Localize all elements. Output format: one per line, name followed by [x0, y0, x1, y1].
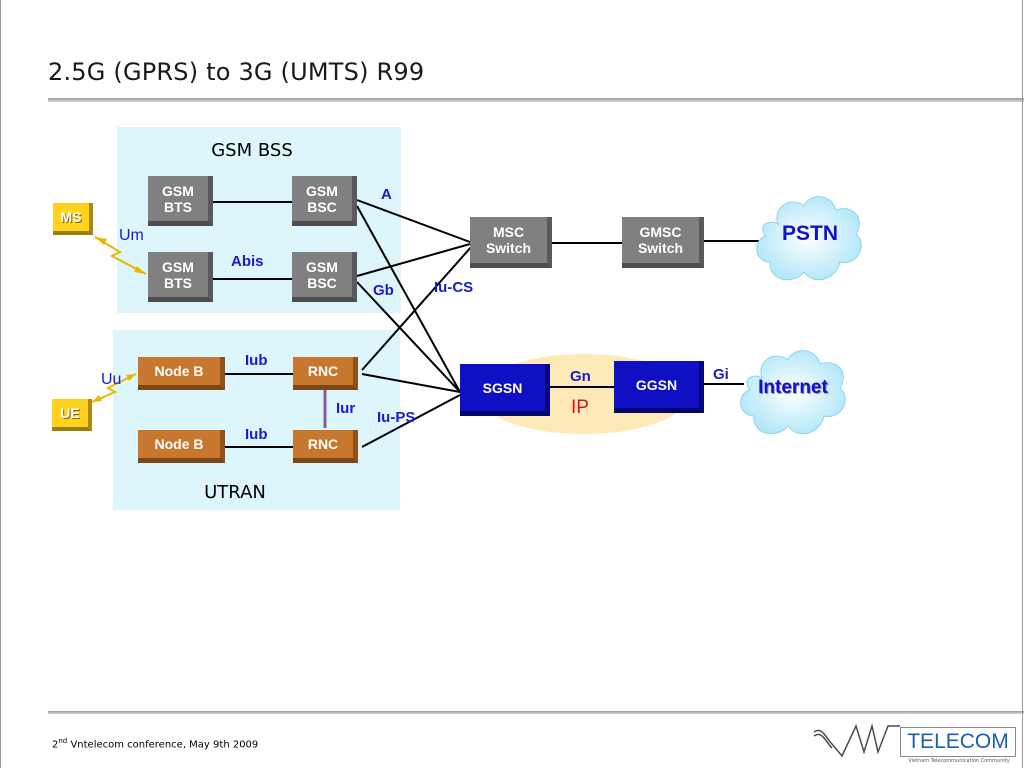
pstn-label: PSTN: [781, 222, 838, 245]
bsc2-msc-link: [356, 243, 471, 277]
sgsn-label: SGSN: [482, 379, 523, 396]
node-b-2-label: Node B: [154, 436, 204, 452]
ms-terminal[interactable]: MS: [53, 203, 93, 235]
msc-switch-label: MSC Switch: [485, 224, 532, 256]
iub-2-interface-label: Iub: [245, 426, 268, 443]
gb-interface-label: Gb: [373, 282, 394, 299]
internet-cloud-icon: [740, 350, 846, 435]
rnc-1[interactable]: RNC: [293, 357, 358, 390]
gmsc-switch[interactable]: GMSC Switch: [622, 217, 704, 268]
utran-label: UTRAN: [204, 482, 266, 503]
gsm-bss-label: GSM BSS: [211, 140, 293, 161]
vntelecom-logo-icon: [813, 723, 900, 758]
node-b-1-label: Node B: [154, 363, 204, 379]
gsm-bsc-1[interactable]: GSM BSC: [292, 176, 357, 226]
gmsc-switch-label: GMSC Switch: [637, 224, 684, 256]
bsc2-sgsn-link: [356, 281, 461, 393]
um-radio-link: [94, 236, 147, 275]
footer-divider: [48, 711, 1024, 714]
footer-ordinal: 2: [52, 739, 59, 751]
gsm-bts-2[interactable]: GSM BTS: [148, 252, 213, 302]
uu-radio-link: [91, 373, 137, 403]
ue-label: UE: [60, 405, 80, 421]
rnc-2[interactable]: RNC: [293, 430, 358, 463]
gsm-bsc-1-label: GSM BSC: [306, 182, 338, 215]
pstn-cloud-icon: [756, 196, 862, 281]
rnc2-sgsn-link: [361, 394, 461, 448]
bsc1-msc-link: [356, 199, 471, 243]
abis-interface-label: Abis: [231, 253, 264, 270]
a-interface-label: A: [381, 186, 392, 203]
rnc1-msc-link: [361, 245, 473, 371]
ue-terminal[interactable]: UE: [52, 399, 92, 431]
slide-right-border: [1022, 0, 1023, 768]
footer-text: 2nd Vntelecom conference, May 9th 2009: [52, 737, 258, 750]
ggsn-node[interactable]: GGSN: [614, 361, 704, 413]
footer-superscript: nd: [58, 737, 68, 745]
logo-tagline: Vietnam Telecommunication Community: [908, 758, 1010, 764]
title-divider: [48, 98, 1024, 102]
gsm-bts-2-label: GSM BTS: [162, 258, 194, 291]
rnc-1-label: RNC: [307, 363, 339, 379]
slide-left-border: [0, 0, 1, 768]
gn-interface-label: Gn: [570, 368, 591, 385]
bsc1-sgsn-link: [356, 205, 461, 393]
iu-cs-interface-label: Iu-CS: [434, 279, 474, 296]
gsm-bts-1-label: GSM BTS: [162, 182, 194, 215]
rnc-2-label: RNC: [307, 436, 339, 452]
iu-ps-interface-label: Iu-PS: [377, 409, 416, 426]
gsm-bsc-2-label: GSM BSC: [306, 258, 338, 291]
gsm-bsc-2[interactable]: GSM BSC: [292, 252, 357, 302]
ggsn-label: GGSN: [635, 376, 678, 393]
rnc1-sgsn-link: [361, 373, 461, 393]
msc-switch[interactable]: MSC Switch: [470, 217, 552, 268]
iub-1-interface-label: Iub: [245, 352, 268, 369]
slide-title: 2.5G (GPRS) to 3G (UMTS) R99: [48, 58, 425, 86]
footer-caption: Vntelecom conference, May 9th 2009: [67, 739, 259, 751]
node-b-1[interactable]: Node B: [138, 357, 225, 390]
node-b-2[interactable]: Node B: [138, 430, 225, 463]
iur-interface-label: Iur: [336, 400, 356, 417]
sgsn-node[interactable]: SGSN: [460, 364, 550, 416]
logo-name: TELECOM: [900, 727, 1016, 757]
gi-interface-label: Gi: [713, 366, 729, 383]
ms-label: MS: [60, 209, 82, 225]
uu-interface-label: Uu: [101, 371, 122, 388]
ip-domain-label: IP: [571, 397, 589, 418]
gsm-bts-1[interactable]: GSM BTS: [148, 176, 213, 226]
um-interface-label: Um: [119, 227, 144, 244]
internet-label: Internet: [758, 377, 828, 398]
